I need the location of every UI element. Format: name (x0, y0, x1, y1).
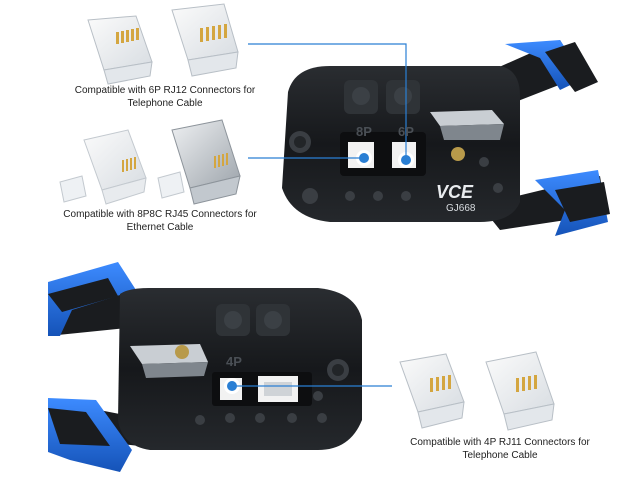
crimper-bottom (48, 262, 362, 472)
crimper-bottom-lower-handle (48, 398, 150, 472)
callout-lines (232, 43, 407, 387)
rj12-connector-left (87, 15, 153, 85)
rj12-connector-right (171, 3, 239, 77)
model-number: GJ668 (446, 203, 476, 214)
rj11-connector-left (399, 353, 465, 429)
die-label-6p: 6P (398, 124, 414, 139)
crimper-top-lower-handle (480, 170, 610, 236)
caption-rj11-line1: Compatible with 4P RJ11 Connectors for (410, 437, 590, 448)
caption-rj11-line2: Telephone Cable (462, 450, 538, 461)
caption-rj45-line1: Compatible with 8P8C RJ45 Connectors for (63, 209, 257, 220)
callout-line-rj12 (248, 43, 407, 160)
caption-rj12-line2: Telephone Cable (127, 98, 203, 109)
caption-rj11: Compatible with 4P RJ11 Connectors for T… (390, 436, 610, 462)
caption-rj45-line2: Ethernet Cable (126, 222, 194, 233)
caption-rj45: Compatible with 8P8C RJ45 Connectors for… (60, 208, 260, 234)
caption-rj12-line1: Compatible with 6P RJ12 Connectors for (74, 85, 256, 96)
rj45-connector-shielded (157, 119, 241, 205)
crimper-top (282, 40, 610, 236)
rj11-connector-right (485, 351, 555, 431)
die-label-4p: 4P (226, 354, 242, 369)
brand-logo: VCE (436, 182, 474, 202)
crimper-bottom-body (118, 288, 362, 450)
rj45-connector-clear (59, 129, 147, 205)
caption-rj12: Compatible with 6P RJ12 Connectors for T… (70, 84, 260, 110)
die-label-8p: 8P (356, 124, 372, 139)
